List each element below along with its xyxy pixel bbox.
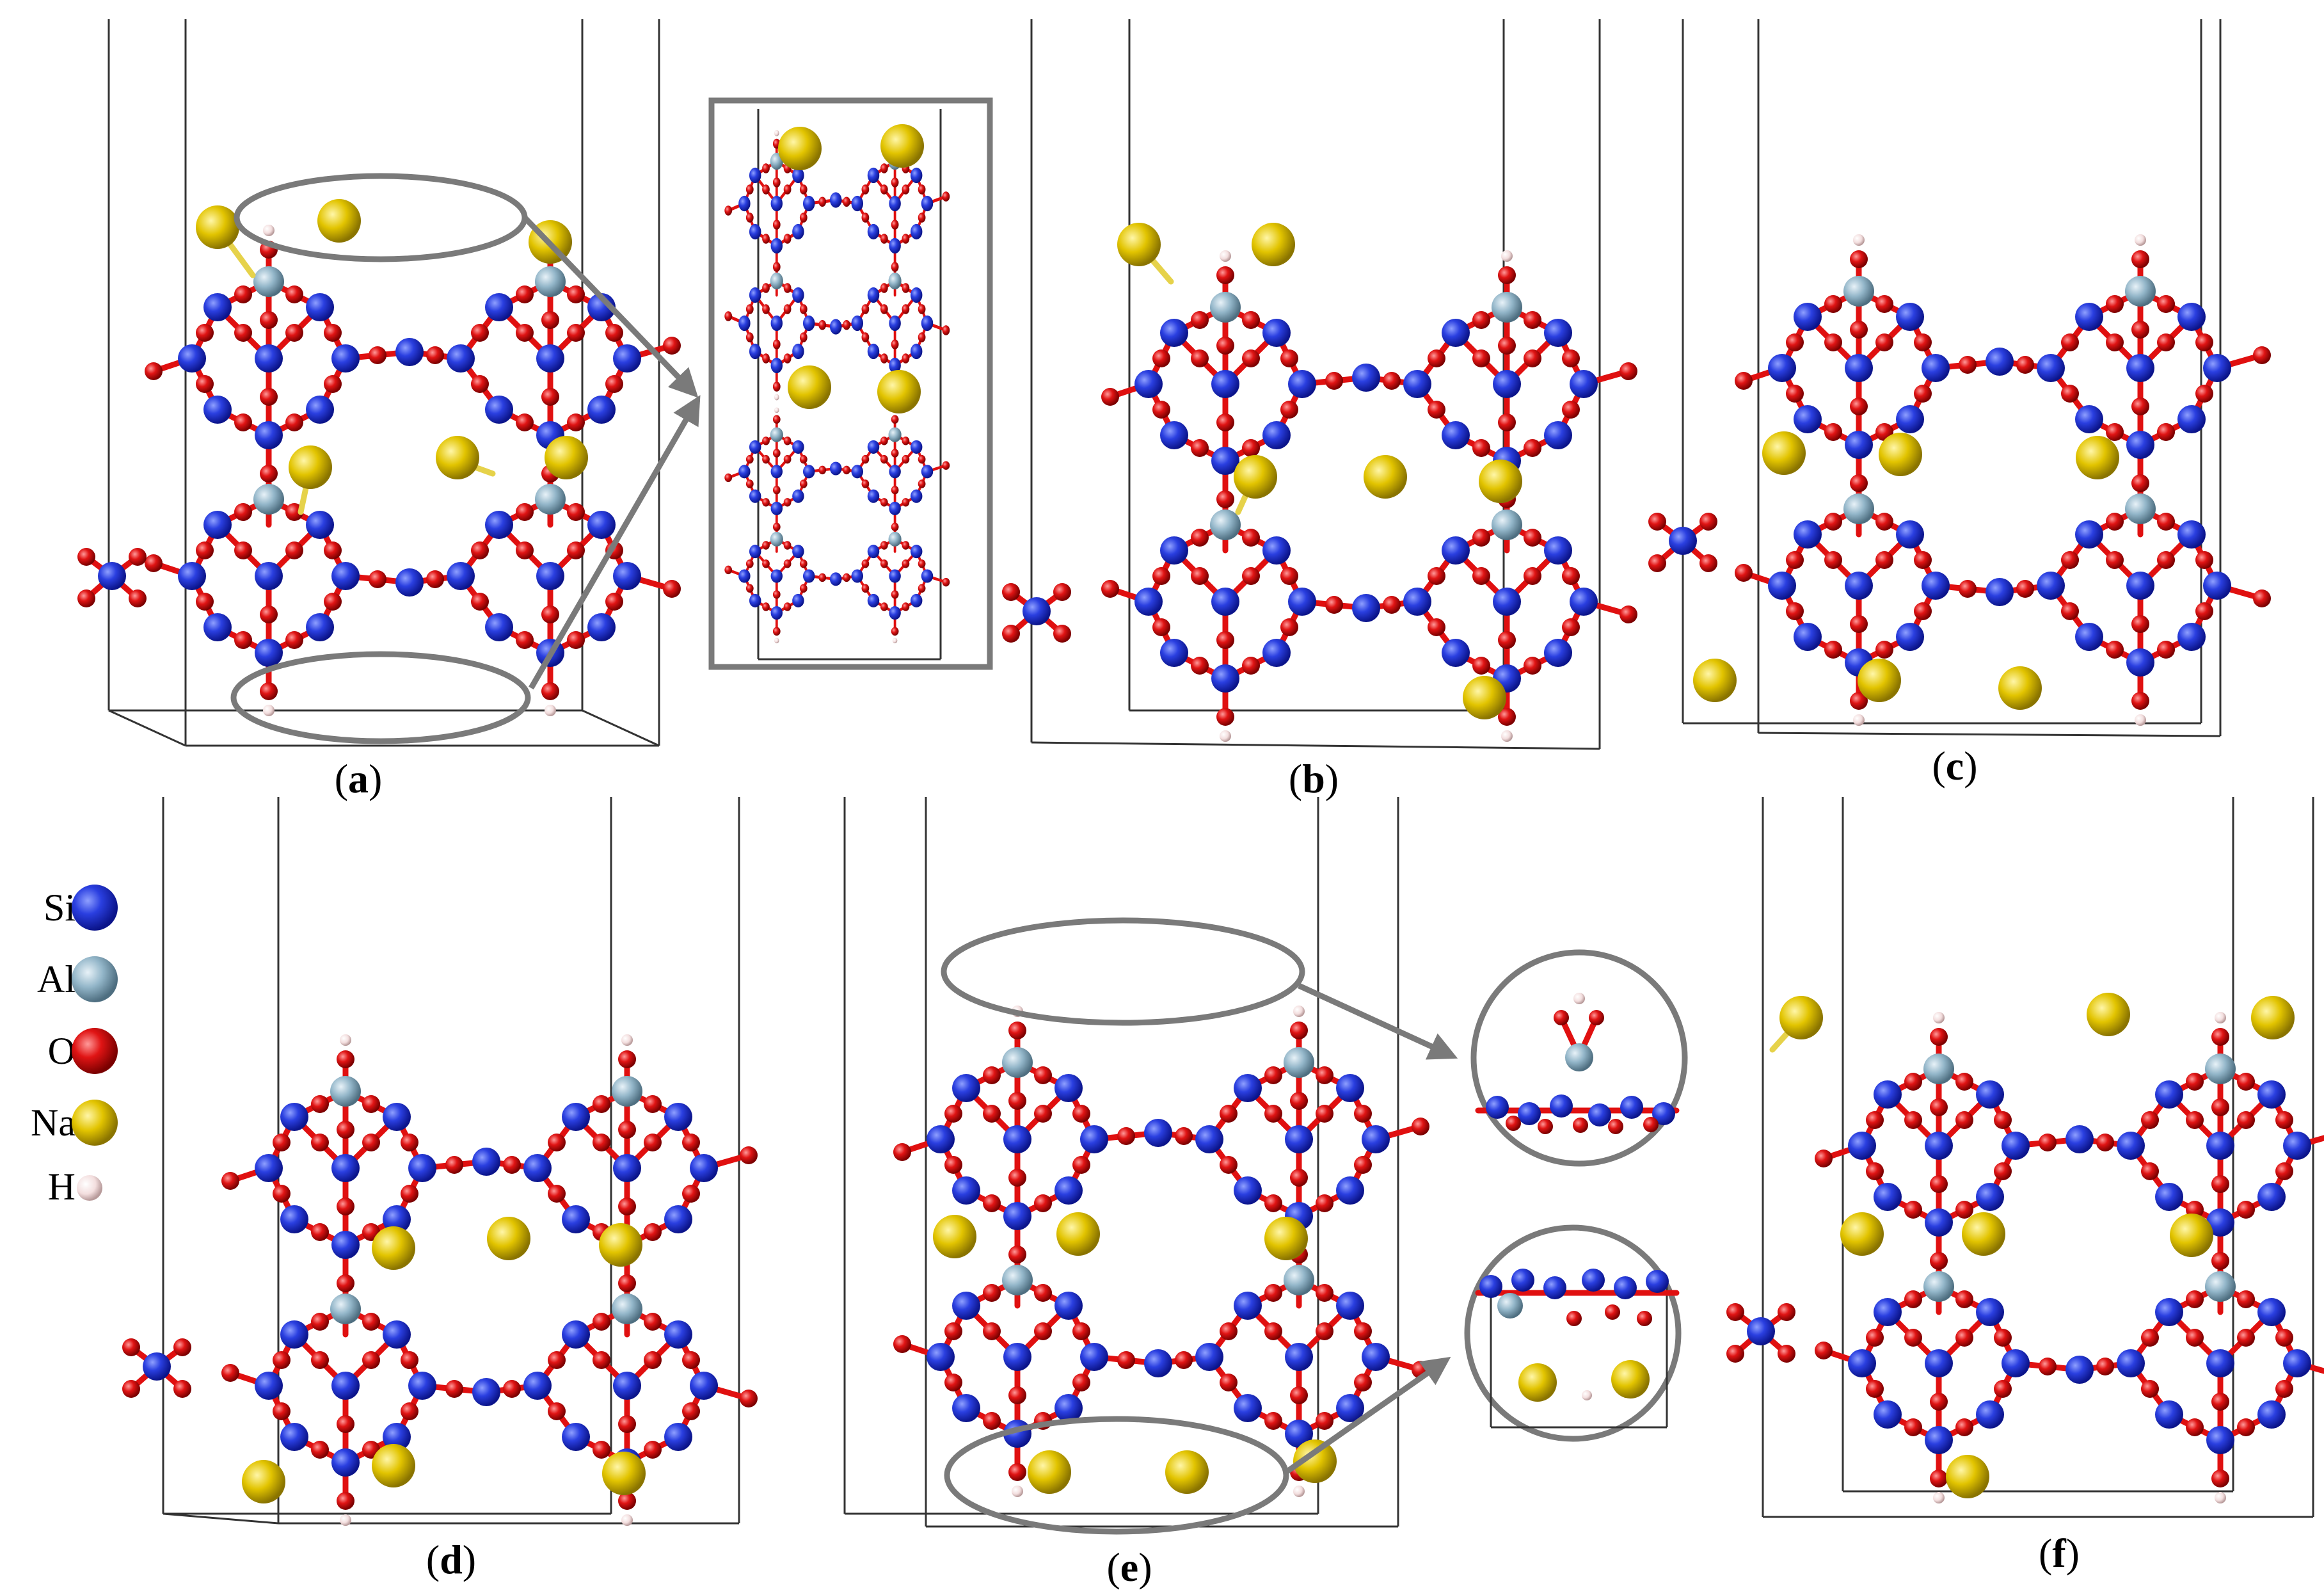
panel-e: (e) bbox=[843, 797, 1688, 1590]
panel-f-na-atoms bbox=[1769, 993, 2295, 1498]
element-legend: Si Al O Na H bbox=[31, 885, 118, 1208]
panel-a-inset-na-atoms bbox=[778, 124, 924, 413]
panel-d-framework bbox=[221, 1034, 758, 1526]
panel-e-bottom-highlight bbox=[944, 1416, 1289, 1535]
panel-b: (b) bbox=[1002, 19, 1637, 801]
legend-item-o: O bbox=[48, 1028, 118, 1074]
svg-text:Al: Al bbox=[37, 958, 76, 1000]
panel-c: (c) bbox=[1648, 19, 2271, 789]
panel-e-unit-cell bbox=[843, 797, 1399, 1528]
legend-item-h: H bbox=[48, 1166, 102, 1208]
panel-e-top-zoom-inset bbox=[1470, 949, 1688, 1167]
panel-f-framework bbox=[1815, 1012, 2324, 1503]
legend-item-na: Na bbox=[31, 1100, 118, 1146]
panel-e-arrow-top bbox=[1298, 982, 1458, 1060]
panel-d-label: (d) bbox=[426, 1537, 476, 1582]
panel-e-bottom-zoom-inset bbox=[1464, 1224, 1682, 1442]
panel-e-arrow-bottom bbox=[1284, 1356, 1451, 1475]
panel-e-top-highlight bbox=[941, 917, 1305, 1026]
panel-a-arrow-bottom bbox=[529, 395, 701, 690]
panel-a-unit-cell bbox=[107, 19, 660, 747]
legend-item-si: Si bbox=[44, 885, 118, 931]
panel-f-unit-cell bbox=[1762, 797, 2314, 1518]
svg-text:H: H bbox=[48, 1166, 76, 1208]
panel-d-sio4 bbox=[122, 1338, 191, 1398]
panel-a-na-atoms bbox=[196, 199, 588, 515]
panel-b-label: (b) bbox=[1289, 756, 1339, 801]
panel-f-label: (f) bbox=[2039, 1530, 2080, 1576]
panel-a-side-view-inset bbox=[708, 97, 993, 670]
panel-c-label: (c) bbox=[1932, 743, 1977, 789]
svg-text:Na: Na bbox=[31, 1102, 76, 1144]
panel-e-label: (e) bbox=[1106, 1544, 1152, 1590]
panel-a-top-highlight bbox=[234, 173, 528, 262]
panel-b-sio4 bbox=[1002, 583, 1071, 643]
panel-a-arrow-top bbox=[522, 215, 699, 398]
panel-a-bottom-highlight bbox=[230, 651, 531, 744]
panel-e-top-zoom-content bbox=[1475, 993, 1680, 1134]
panel-d: (d) bbox=[122, 797, 758, 1582]
panel-a: (a) bbox=[77, 19, 993, 801]
panel-b-na-atoms bbox=[1117, 223, 1522, 719]
panel-a-label: (a) bbox=[335, 756, 383, 801]
panel-a-inset-cell bbox=[757, 109, 942, 661]
panel-d-na-atoms bbox=[242, 1217, 646, 1503]
panel-e-na-atoms bbox=[933, 1212, 1337, 1494]
panel-a-sio4 bbox=[77, 548, 147, 607]
legend-item-al: Al bbox=[37, 956, 118, 1002]
panel-f-sio4 bbox=[1726, 1303, 1795, 1363]
panel-b-framework bbox=[1101, 250, 1637, 742]
panel-e-bottom-zoom-content bbox=[1475, 1269, 1680, 1429]
panel-f: (f) bbox=[1726, 797, 2324, 1576]
svg-text:Si: Si bbox=[44, 886, 76, 929]
svg-text:O: O bbox=[48, 1030, 76, 1072]
panel-c-framework bbox=[1735, 234, 2271, 726]
panel-c-na-atoms bbox=[1693, 431, 2119, 710]
